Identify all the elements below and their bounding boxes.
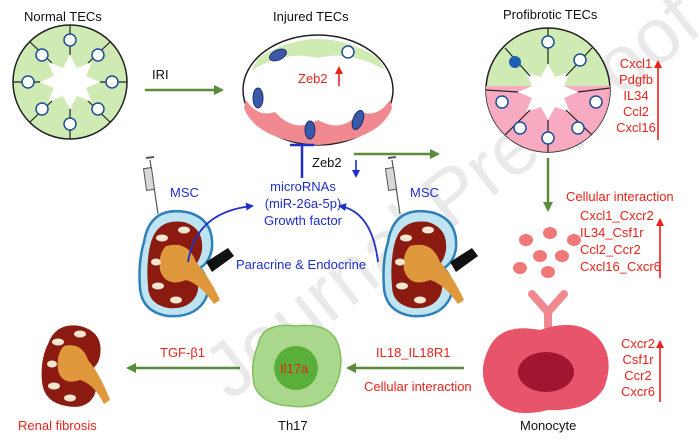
cellular-interaction-bottom-label: Cellular interaction — [364, 379, 472, 394]
interaction-pair-list: Cxcl1_Cxcr2 IL34_Csf1r Ccl2_Ccr2 Cxcl16_… — [580, 208, 661, 276]
il17a-label: Il17a — [280, 361, 309, 376]
syringe-right-icon — [384, 156, 401, 215]
renal-fibrosis-label: Renal fibrosis — [18, 418, 97, 433]
interaction-pair: IL34_Csf1r — [580, 225, 644, 240]
gene-item: Ccl2 — [622, 104, 649, 119]
iri-label: IRI — [152, 67, 169, 82]
receptor-item: Ccr2 — [624, 368, 652, 383]
gene-item: IL34 — [623, 88, 649, 103]
growth-factor-label: Growth factor — [263, 213, 343, 228]
interaction-title: Cellular interaction — [566, 189, 674, 204]
profibrotic-tecs-label: Profibrotic TECs — [503, 7, 598, 22]
profibrotic-gene-list: Cxcl1 Pdgfb IL34 Ccl2 Cxcl16 — [616, 56, 656, 136]
microrna-label-2: (miR-26a-5p) — [264, 196, 342, 211]
profibrotic-tec-cell — [485, 27, 611, 153]
msc-left-label: MSC — [170, 185, 199, 200]
tgf-label: TGF-β1 — [160, 345, 206, 360]
msc-right-curved-arrow — [338, 203, 379, 263]
receptor-item: Cxcr2 — [621, 336, 655, 351]
zeb2-up-label: Zeb2 — [298, 71, 328, 86]
msc-right-label: MSC — [410, 185, 439, 200]
interaction-pair: Cxcl16_Cxcr6 — [580, 259, 661, 274]
injured-tec-cell — [242, 34, 394, 146]
monocyte-label: Monocyte — [520, 418, 577, 433]
monocyte-receptor-list: Cxcr2 Csf1r Ccr2 Cxcr6 — [618, 336, 658, 400]
microrna-label-1: microRNAs — [270, 179, 336, 194]
inhibition-bar — [290, 143, 314, 178]
renal-fibrosis-kidney — [41, 325, 110, 407]
monocyte-cell — [482, 324, 609, 414]
msc-left-curved-arrow — [187, 202, 254, 263]
th17-label: Th17 — [278, 418, 308, 433]
zeb2-down-label: Zeb2 — [312, 155, 342, 170]
interaction-pair: Cxcl1_Cxcr2 — [580, 208, 654, 223]
th17-cell — [251, 324, 342, 408]
gene-item: Cxcl16 — [616, 120, 656, 135]
normal-tecs-label: Normal TECs — [24, 9, 102, 24]
injured-tecs-label: Injured TECs — [273, 9, 349, 24]
receptor-icon — [528, 290, 568, 330]
syringe-left-icon — [142, 156, 159, 215]
normal-tec-cell — [12, 24, 128, 140]
paracrine-label: Paracrine & Endocrine — [236, 257, 367, 272]
msc-kidney-right — [382, 209, 478, 318]
msc-kidney-left — [138, 209, 234, 318]
gene-item: Pdgfb — [619, 72, 653, 87]
chemokine-dots — [513, 227, 581, 278]
receptor-item: Csf1r — [622, 352, 654, 367]
gene-item: Cxcl1 — [619, 56, 653, 71]
receptor-item: Cxcr6 — [621, 384, 655, 399]
interaction-pair: Ccl2_Ccr2 — [580, 242, 641, 257]
il18-label: IL18_IL18R1 — [376, 345, 451, 360]
